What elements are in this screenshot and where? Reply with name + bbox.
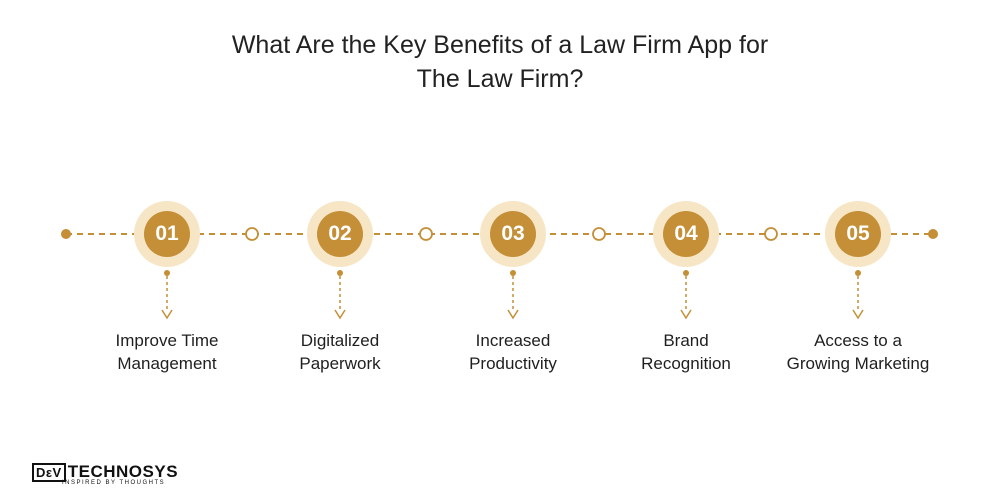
step-2-label-line-1: Digitalized (300, 331, 380, 350)
diagram-title: What Are the Key Benefits of a Law Firm … (0, 28, 1000, 96)
timeline-connector-node (419, 227, 433, 241)
step-2-number: 02 (317, 211, 363, 257)
step-5-label: Access to a Growing Marketing (768, 329, 948, 375)
step-3-label-line-2: Productivity (469, 354, 557, 373)
step-3-label: Increased Productivity (423, 329, 603, 375)
step-1-label: Improve Time Management (77, 329, 257, 375)
arrow-step-4 (680, 270, 692, 320)
step-2-badge: 02 (307, 201, 373, 267)
step-5-badge: 05 (825, 201, 891, 267)
arrow-step-3 (507, 270, 519, 320)
brand-logo-name: TECHNOSYS (67, 462, 179, 481)
title-line-1: What Are the Key Benefits of a Law Firm … (231, 31, 769, 59)
step-1-label-line-2: Management (117, 354, 217, 373)
timeline-start-dot (61, 229, 71, 239)
step-5-label-line-2: Growing Marketing (786, 354, 930, 373)
step-3-label-line-1: Increased (475, 331, 551, 350)
step-5-number: 05 (835, 211, 881, 257)
timeline-end-dot (928, 229, 938, 239)
title-line-2: The Law Firm? (416, 65, 584, 93)
step-4-label-line-1: Brand (663, 331, 709, 350)
timeline-connector-node (764, 227, 778, 241)
timeline-connector-node (245, 227, 259, 241)
step-4-badge: 04 (653, 201, 719, 267)
step-4-number: 04 (663, 211, 709, 257)
brand-logo-dev-mark: DεV (32, 463, 66, 482)
arrow-step-2 (334, 270, 346, 320)
step-3-badge: 03 (480, 201, 546, 267)
step-1-label-line-1: Improve Time (115, 331, 219, 350)
step-2-label: Digitalized Paperwork (250, 329, 430, 375)
step-5-label-line-1: Access to a (814, 331, 902, 350)
step-4-label-line-2: Recognition (641, 354, 731, 373)
step-4-label: Brand Recognition (596, 329, 776, 375)
step-3-number: 03 (490, 211, 536, 257)
timeline-connector-node (592, 227, 606, 241)
step-1-number: 01 (144, 211, 190, 257)
arrow-step-5 (852, 270, 864, 320)
brand-logo-tagline: INSPIRED BY THOUGHTS (62, 480, 166, 486)
step-2-label-line-2: Paperwork (299, 354, 381, 373)
step-1-badge: 01 (134, 201, 200, 267)
arrow-step-1 (161, 270, 173, 320)
